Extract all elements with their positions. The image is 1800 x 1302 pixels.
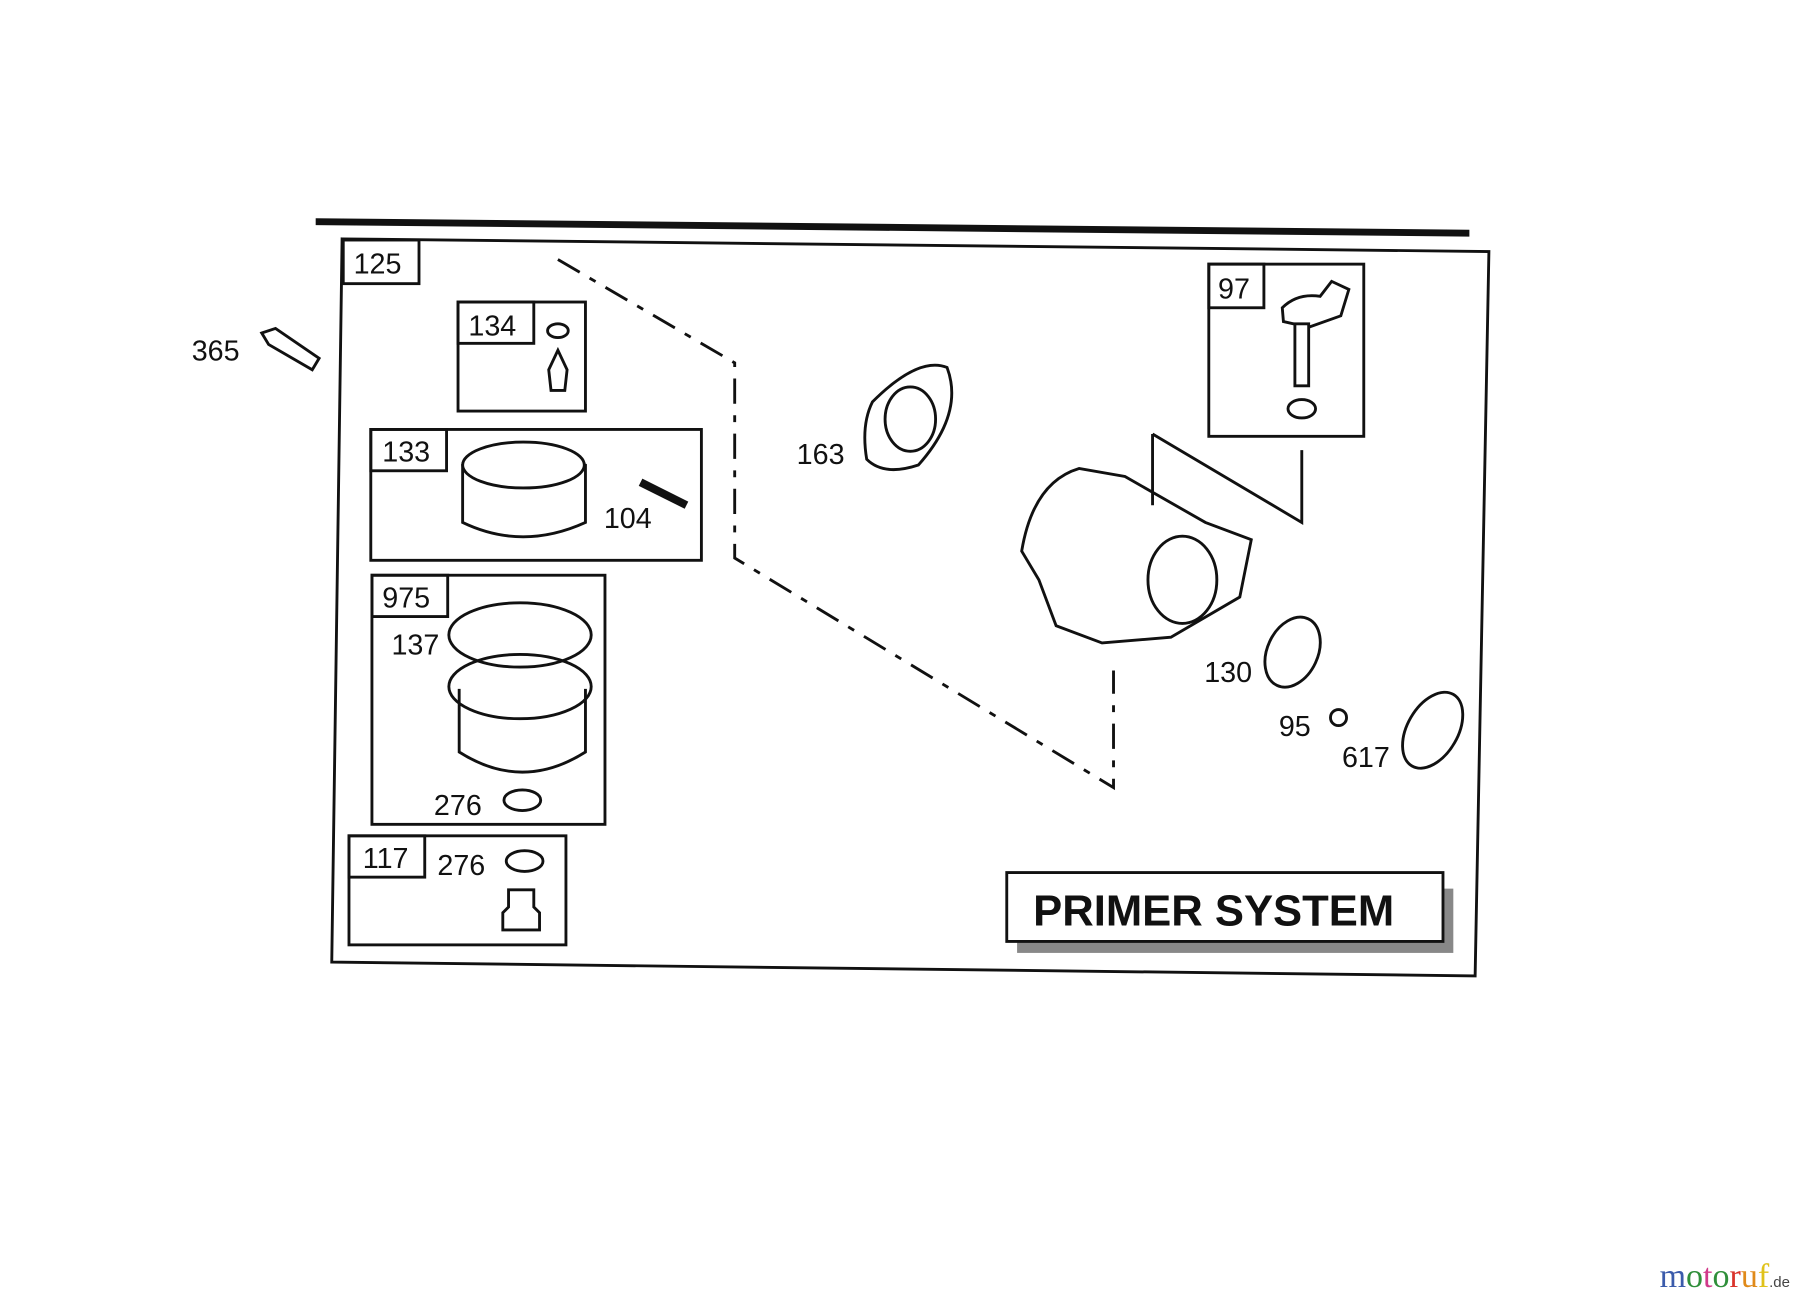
label-box-117 [347, 834, 427, 879]
label-box-133 [369, 428, 448, 473]
logo-letter: u [1740, 1258, 1758, 1295]
part-label-134: 134 [468, 310, 516, 342]
bowl-nut-icon [501, 888, 541, 932]
logo-letter: m [1659, 1258, 1687, 1295]
label-box-134 [456, 300, 536, 345]
kit-box-975 [370, 573, 607, 826]
hinge-pin-icon [638, 478, 689, 509]
o-ring-icon [1401, 690, 1465, 770]
logo-letter: f [1757, 1258, 1770, 1295]
part-label-130: 130 [1204, 657, 1252, 689]
leader-line [557, 258, 1115, 791]
kit-box-97 [1207, 262, 1366, 438]
logo-text: motoruf [1660, 1258, 1770, 1295]
part-label-163: 163 [797, 439, 845, 471]
leader-line [1151, 432, 1304, 525]
part-label-617: 617 [1342, 742, 1390, 774]
frame-shadow [315, 218, 1470, 237]
float-top-icon [461, 440, 586, 490]
gasket-icon [863, 363, 954, 472]
part-label-975: 975 [382, 582, 430, 614]
part-label-104: 104 [604, 503, 652, 535]
diaphragm-icon [1263, 615, 1322, 689]
part-label-133: 133 [382, 437, 430, 469]
choke-shaft-icon [1293, 322, 1311, 388]
part-label-125: 125 [354, 248, 402, 280]
label-box-97 [1207, 262, 1266, 310]
inlet-needle-icon [547, 346, 569, 392]
logo-letter: o [1712, 1258, 1730, 1295]
part-label-95: 95 [1279, 711, 1311, 743]
bowl-rim-icon [447, 653, 593, 721]
carburetor-throat-icon [1146, 534, 1219, 625]
diagram-frame [330, 237, 1491, 978]
logo-letter: r [1729, 1258, 1741, 1295]
label-box-975 [370, 573, 450, 618]
part-label-117: 117 [363, 843, 409, 875]
motoruf-logo[interactable]: motoruf.de [1660, 1258, 1790, 1296]
washer-icon [502, 788, 543, 813]
part-label-276-b: 276 [437, 850, 485, 882]
needle-seat-icon [546, 322, 570, 340]
washer-icon [504, 849, 545, 873]
part-label-276-a: 276 [434, 790, 482, 822]
float-bowl-icon [457, 688, 587, 774]
part-label-97: 97 [1218, 274, 1250, 306]
logo-letter: o [1686, 1258, 1704, 1295]
logo-letter: t [1703, 1258, 1713, 1295]
bowl-gasket-icon [447, 601, 593, 669]
logo-suffix: .de [1769, 1274, 1790, 1291]
seal-icon [1286, 398, 1317, 420]
choke-lever-icon [1280, 279, 1351, 329]
kit-box-117 [347, 834, 568, 947]
title-box [1005, 871, 1445, 943]
gasket-hole-icon [883, 385, 938, 453]
screw-icon [1329, 708, 1348, 728]
part-label-365: 365 [192, 336, 240, 368]
bolt-icon [259, 326, 322, 372]
kit-box-133 [369, 428, 703, 562]
diagram-title: PRIMER SYSTEM [1033, 887, 1394, 935]
carburetor-icon [1020, 467, 1253, 645]
label-box-125 [341, 238, 421, 286]
part-label-137: 137 [391, 629, 439, 661]
